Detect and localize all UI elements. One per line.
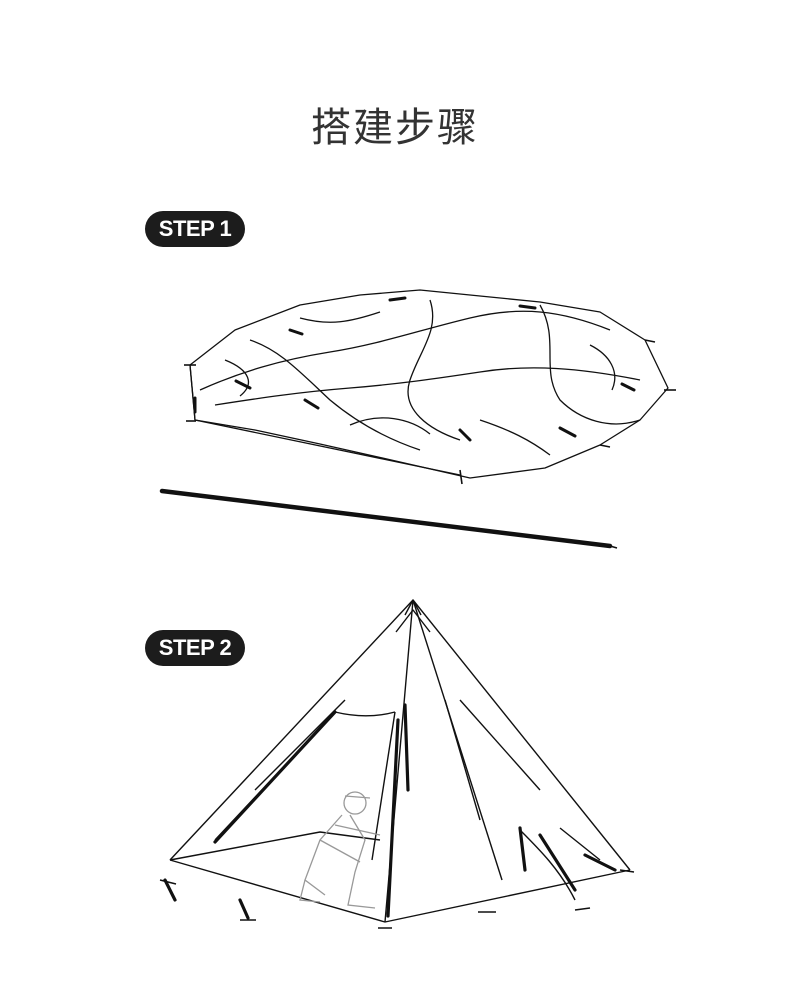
step-2-badge: STEP 2 [145,630,245,666]
tent-pole [159,488,618,549]
flat-tent-stakes [184,339,676,485]
flat-tent-fabric [189,289,669,479]
pitched-tent [169,599,631,923]
pitched-tent-stakes [159,869,635,929]
person-figure [299,791,381,909]
page-title: 搭建步骤 [311,105,479,151]
pitched-tent-straps [163,703,617,920]
flat-tent-straps [193,296,636,442]
step-1-badge: STEP 1 [145,211,245,247]
